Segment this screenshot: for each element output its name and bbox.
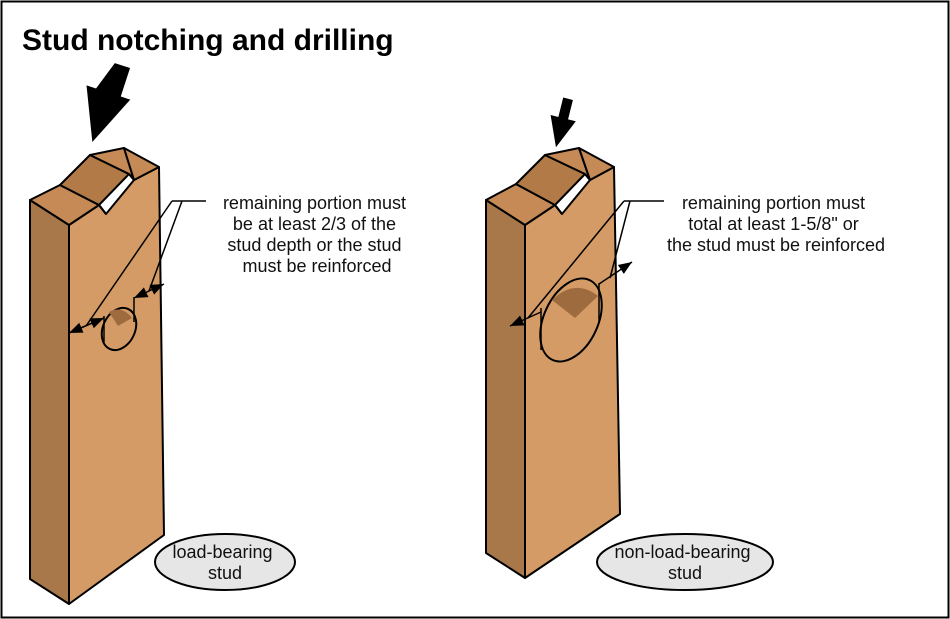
badge-label: stud [208,563,242,583]
dimension-arrow [509,311,542,327]
non-load-bearing-badge: non-load-bearing stud [596,533,774,591]
callout-text: remaining portion must total at least 1-… [667,193,885,255]
leader-line [527,200,625,319]
load-arrow-icon [86,63,131,142]
load-bearing-stud [29,147,165,605]
leader-line [85,200,173,327]
stud-front-face [524,166,621,579]
leader-line [609,200,631,279]
hole-shadow [109,309,132,326]
load-arrow-icon [550,97,576,148]
callout-text: remaining portion must be at least 2/3 o… [223,193,411,276]
badge-label: stud [668,563,702,583]
load-bearing-badge: load-bearing stud [154,533,296,591]
leader-line [148,200,183,292]
non-load-bearing-stud [485,147,621,579]
page-title: Stud notching and drilling [22,24,394,57]
dimension-arrow [598,261,633,285]
badge-label: non-load-bearing [614,542,750,562]
badge-label: load-bearing [172,542,272,562]
stud-side-face [485,199,526,579]
stud-side-face [29,199,70,605]
hole-shadow [552,287,598,318]
svg-text:load-bearing stud: load-bearing stud [172,542,277,583]
notch-top-face [123,147,160,181]
svg-text:non-load-bearing stud: non-load-bearing stud [614,542,755,583]
notch-top-face [578,147,615,181]
